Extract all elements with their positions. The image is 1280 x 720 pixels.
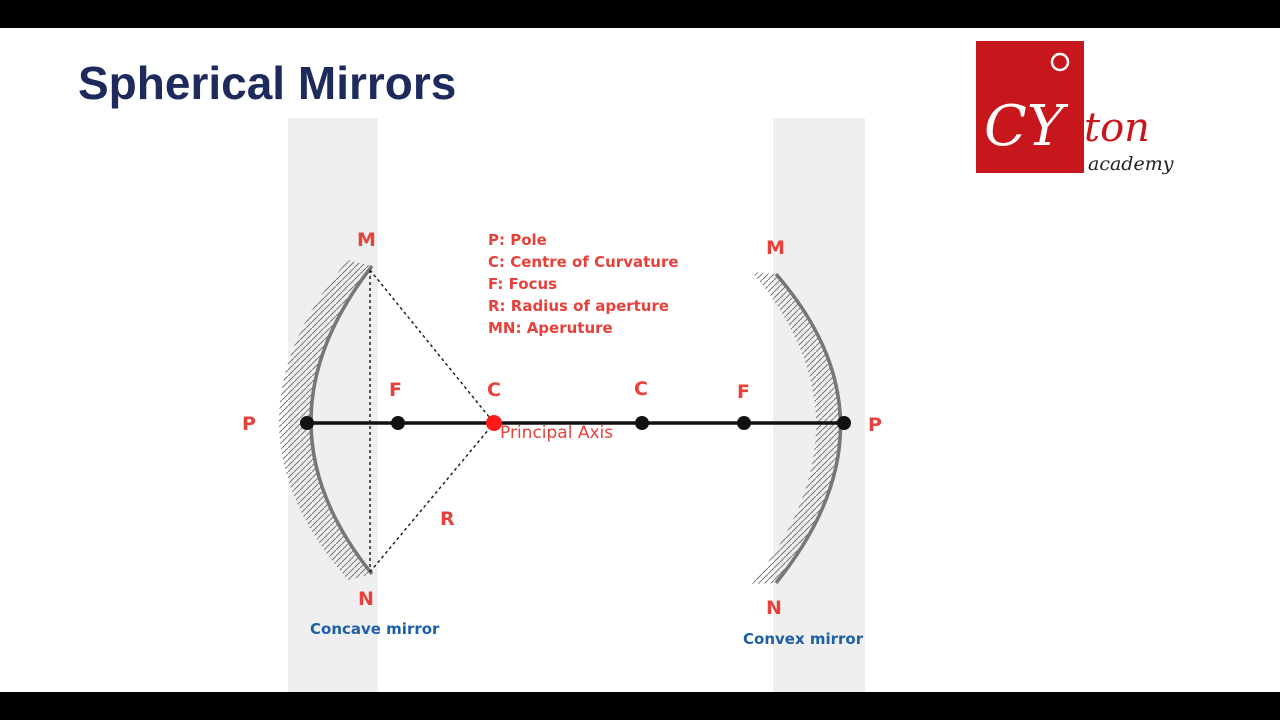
legend-line-1: P: Pole	[488, 231, 547, 249]
legend-line-5: MN: Aperuture	[488, 319, 613, 337]
spherical-mirrors-diagram: M N P F C R M N P F C Principal Axis P: …	[242, 41, 1174, 692]
convex-label-m: M	[766, 237, 785, 259]
slide: M N P F C R M N P F C Principal Axis P: …	[0, 28, 1280, 692]
concave-label-n: N	[358, 588, 374, 610]
convex-focus-point	[737, 416, 751, 430]
radius-line-upper	[369, 269, 495, 424]
logo-subtitle: academy	[1088, 153, 1174, 175]
concave-mirror-hatching	[279, 260, 372, 580]
radius-line-lower	[369, 422, 495, 573]
convex-mirror-hatching	[752, 272, 841, 584]
concave-focus-point	[391, 416, 405, 430]
logo-red-block	[976, 41, 1084, 173]
logo-brand-part1: CY	[984, 94, 1069, 159]
concave-mirror-name: Concave mirror	[310, 620, 440, 638]
page-title: Spherical Mirrors	[78, 57, 457, 109]
concave-label-p: P	[242, 413, 256, 435]
convex-label-c: C	[634, 378, 648, 400]
concave-pole-point	[300, 416, 314, 430]
concave-label-c: C	[487, 379, 501, 401]
legend-line-3: F: Focus	[488, 275, 557, 293]
logo-ring-icon	[1050, 52, 1070, 72]
logo-ring-arrow	[1066, 44, 1078, 56]
convex-pole-point	[837, 416, 851, 430]
convex-label-n: N	[766, 597, 782, 619]
convex-label-p: P	[868, 414, 882, 436]
principal-axis-label: Principal Axis	[500, 423, 613, 443]
concave-label-r: R	[440, 508, 455, 530]
convex-mirror-name: Convex mirror	[743, 630, 864, 648]
legend-line-2: C: Centre of Curvature	[488, 253, 679, 271]
legend: P: Pole C: Centre of Curvature F: Focus …	[488, 231, 679, 337]
legend-line-4: R: Radius of aperture	[488, 297, 669, 315]
convex-label-f: F	[737, 381, 750, 403]
logo-brand-part2: ton	[1084, 105, 1150, 151]
concave-label-f: F	[389, 379, 402, 401]
concave-label-m: M	[357, 229, 376, 251]
convex-centre-point	[635, 416, 649, 430]
concave-centre-point	[486, 415, 502, 431]
cyton-academy-logo: CY ton academy	[976, 41, 1174, 175]
